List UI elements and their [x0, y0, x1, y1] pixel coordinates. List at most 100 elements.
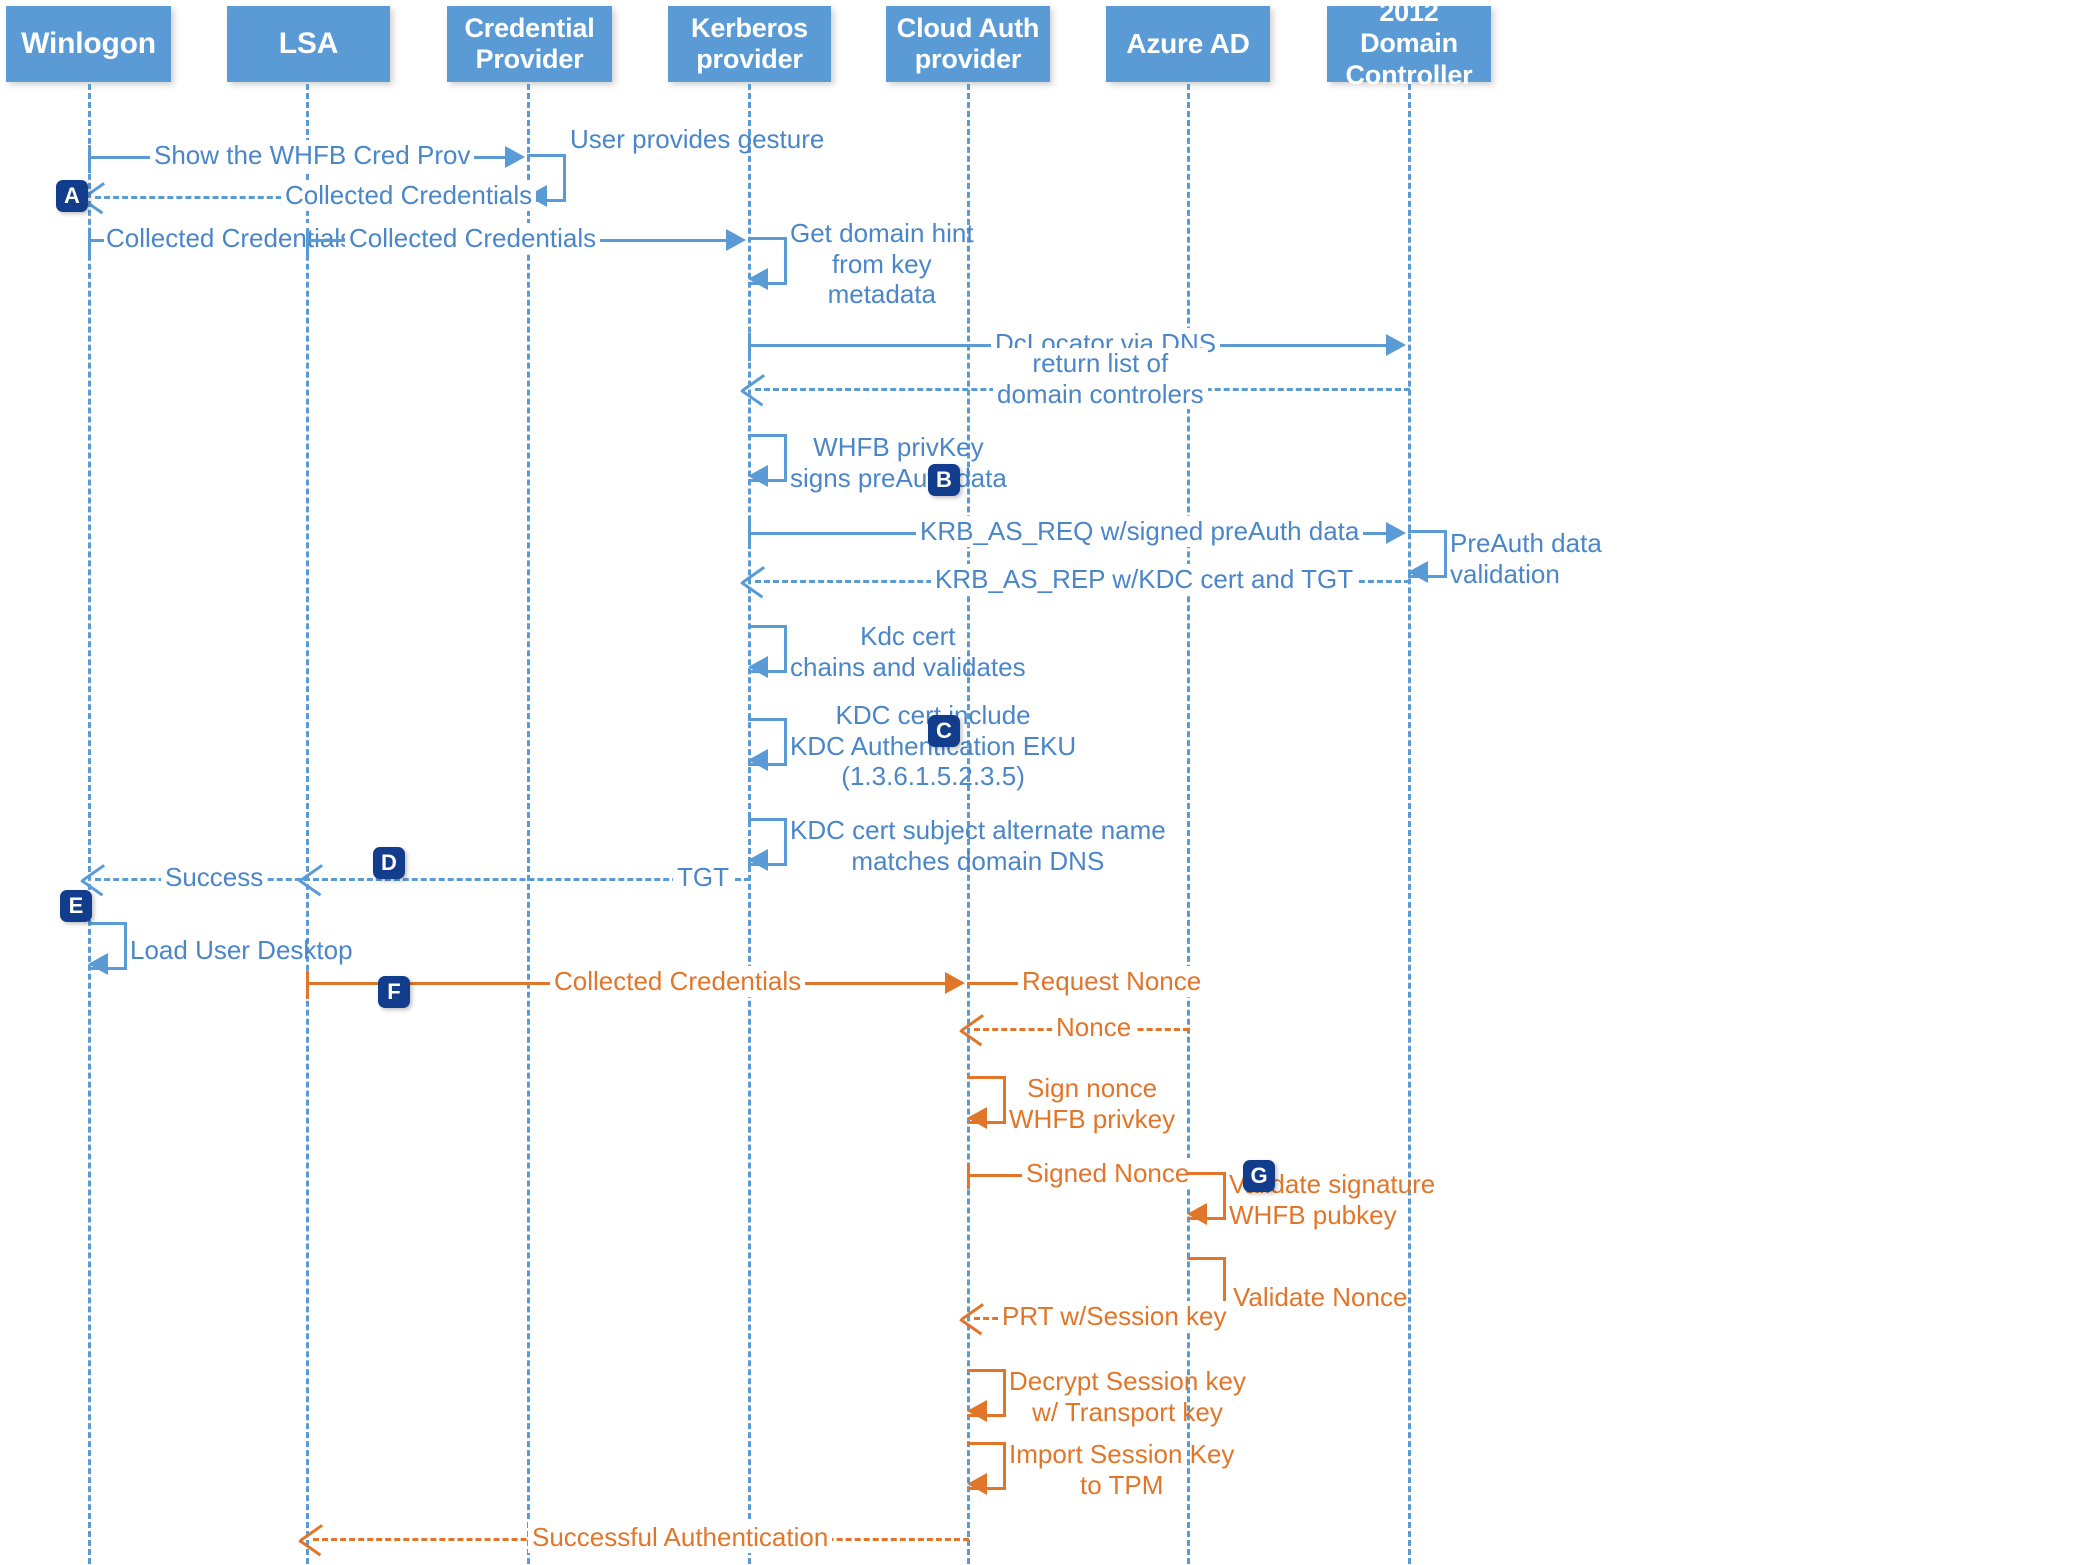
m3-line [95, 196, 535, 199]
m25-label: Validate Nonce [1233, 1282, 1408, 1312]
m19-source-stub [306, 971, 309, 999]
m28-arrowhead [967, 1473, 987, 1495]
m11-arrowhead [1408, 561, 1428, 583]
lifeline-dc2012 [1408, 84, 1411, 1564]
lifeline-credprov [527, 84, 530, 1564]
m16-line [313, 878, 750, 881]
m5-source-stub [306, 228, 309, 256]
m15-label: KDC cert subject alternate name matches … [790, 815, 1166, 876]
m17-line [95, 878, 310, 881]
m29-arrowhead [300, 1522, 326, 1556]
m7-source-stub [748, 333, 751, 361]
m13-arrowhead [748, 656, 768, 678]
m20-arrowhead [1165, 972, 1185, 994]
m1-line [88, 156, 520, 159]
m1-arrowhead [505, 146, 525, 168]
m14-arrowhead [748, 749, 768, 771]
m6-label: Get domain hint from key metadata [790, 218, 974, 310]
lane-header-azure-ad[interactable]: Azure AD [1106, 6, 1270, 82]
step-badge-e-label: E [68, 893, 84, 918]
m14-label-line3: (1.3.6.1.5.2.3.5) [841, 761, 1025, 792]
m12-arrowhead [742, 564, 768, 598]
lane-header-credential-provider[interactable]: Credential Provider [447, 6, 612, 82]
m9-label: WHFB privKey signs preAuth data [790, 432, 1007, 493]
m4-arrowhead [285, 229, 305, 251]
m8-line [755, 388, 1410, 391]
m29-line [313, 1538, 969, 1541]
step-badge-a[interactable]: A [56, 180, 88, 212]
m27-arrowhead [967, 1400, 987, 1422]
lane-header-2012-domain-controller-label: 2012 Domain Controller [1345, 0, 1473, 90]
m6-label-line3: metadata [827, 279, 936, 310]
m4-source-stub [88, 228, 91, 256]
lane-header-lsa[interactable]: LSA [227, 6, 390, 82]
lifeline-azuread [1187, 84, 1190, 1564]
m22-label-line1: Sign nonce [1027, 1073, 1158, 1103]
m10-arrowhead [1386, 522, 1406, 544]
step-badge-c-label: C [936, 718, 952, 743]
lane-header-cloud-auth-provider-label: Cloud Auth provider [896, 12, 1040, 74]
m13-label: Kdc cert chains and validates [790, 621, 1026, 682]
step-badge-e[interactable]: E [60, 890, 92, 922]
step-badge-g[interactable]: G [1243, 1160, 1275, 1192]
m6-arrowhead [748, 268, 768, 290]
m24-arrowhead [1187, 1203, 1207, 1225]
m9-label-line2: signs preAuth data [790, 462, 1007, 493]
m7-line [748, 344, 1388, 347]
m10-source-stub [748, 521, 751, 549]
lane-header-winlogon[interactable]: Winlogon [6, 6, 171, 82]
m1-source-stub [88, 145, 91, 173]
lifeline-kerberos [748, 84, 751, 1564]
m15-label-line2: matches domain DNS [851, 845, 1105, 876]
m26-line [974, 1317, 1189, 1320]
m9-arrowhead [748, 465, 768, 487]
m22-arrowhead [967, 1107, 987, 1129]
m13-label-line2: chains and validates [790, 651, 1026, 682]
m19-arrowhead [945, 972, 965, 994]
m5-line [306, 239, 742, 242]
step-badge-g-label: G [1250, 1163, 1268, 1188]
m12-line [755, 580, 1410, 583]
m10-line [748, 532, 1388, 535]
m7-arrowhead [1386, 334, 1406, 356]
m8-label-line2: domain controlers [997, 378, 1204, 409]
m27-label-line1: Decrypt Session key [1009, 1366, 1246, 1396]
m18-arrowhead [88, 953, 108, 975]
m24-label-line2: WHFB pubkey [1229, 1199, 1397, 1230]
lifeline-cloudauth [967, 84, 970, 1564]
m4-line [88, 239, 290, 242]
step-badge-c[interactable]: C [928, 715, 960, 747]
lane-header-2012-domain-controller[interactable]: 2012 Domain Controller [1327, 0, 1491, 90]
lane-header-kerberos-provider-label: Kerberos provider [691, 12, 808, 74]
m15-arrowhead [748, 849, 768, 871]
lane-header-cloud-auth-provider[interactable]: Cloud Auth provider [886, 6, 1050, 82]
m26-arrowhead [961, 1301, 987, 1335]
m23-arrowhead [1165, 1164, 1185, 1186]
m11-label-line1: PreAuth data [1450, 528, 1602, 558]
m8-label: return list of domain controlers [993, 348, 1208, 410]
step-badge-b[interactable]: B [928, 464, 960, 496]
lane-header-credential-provider-label: Credential Provider [464, 12, 595, 74]
m22-label-line2: WHFB privkey [1009, 1103, 1176, 1134]
m28-label: Import Session Key to TPM [1009, 1439, 1234, 1500]
m11-label: PreAuth data validation [1450, 528, 1602, 589]
step-badge-b-label: B [936, 467, 952, 492]
lane-header-kerberos-provider[interactable]: Kerberos provider [668, 6, 831, 82]
m28-label-line1: Import Session Key [1009, 1439, 1235, 1469]
m8-arrowhead [742, 372, 768, 406]
lane-header-winlogon-label: Winlogon [21, 26, 156, 60]
lane-header-azure-ad-label: Azure AD [1126, 27, 1250, 59]
step-badge-f[interactable]: F [378, 976, 410, 1008]
lifeline-winlogon [88, 84, 91, 1564]
m27-label: Decrypt Session key w/ Transport key [1009, 1366, 1246, 1427]
m18-label: Load User Desktop [130, 935, 353, 965]
m21-arrowhead [961, 1012, 987, 1046]
m13-label-line1: Kdc cert [860, 621, 956, 651]
lane-header-lsa-label: LSA [278, 26, 339, 60]
step-badge-a-label: A [64, 183, 80, 208]
m6-label-line1: Get domain hint [790, 218, 974, 248]
step-badge-d[interactable]: D [373, 847, 405, 879]
m28-label-line2: to TPM [1080, 1469, 1164, 1500]
m27-label-line2: w/ Transport key [1032, 1396, 1223, 1427]
